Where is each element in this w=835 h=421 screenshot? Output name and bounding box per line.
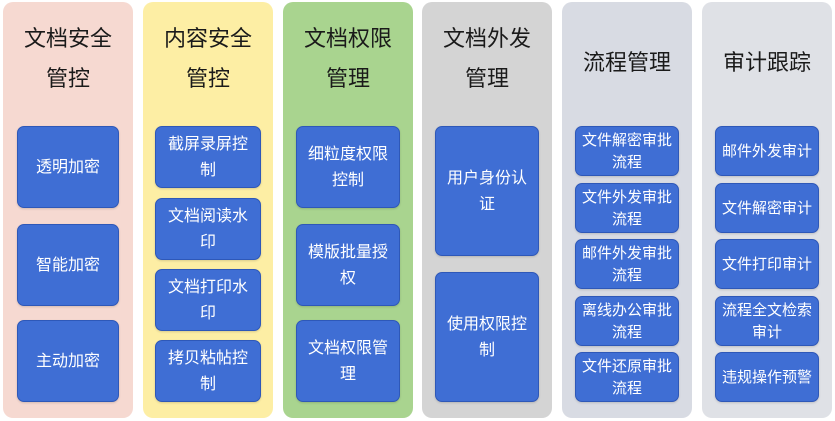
column-audit-tracking: 审计跟踪 邮件外发审计 文件解密审计 文件打印审计 流程全文检索审计 违规操作预… (702, 2, 832, 418)
item-box: 细粒度权限控制 (296, 126, 400, 208)
item-box: 流程全文检索审计 (715, 296, 819, 346)
item-box: 用户身份认证 (435, 126, 539, 256)
item-box: 文件解密审批流程 (575, 126, 679, 176)
item-box: 智能加密 (17, 224, 119, 306)
column-permission-management: 文档权限管理 细粒度权限控制 模版批量授权 文档权限管理 (283, 2, 413, 418)
column-title: 流程管理 (582, 51, 671, 76)
item-box: 文件外发审批流程 (575, 183, 679, 233)
column-workflow-management: 流程管理 文件解密审批流程 文件外发审批流程 邮件外发审批流程 离线办公审批流程… (562, 2, 692, 418)
item-box: 截屏录屏控制 (155, 126, 261, 188)
column-document-security: 文档安全管控 透明加密 智能加密 主动加密 (3, 2, 133, 418)
column-content-security: 内容安全管控 截屏录屏控制 文档阅读水印 文档打印水印 拷贝粘帖控制 (143, 2, 273, 418)
item-box: 离线办公审批流程 (575, 296, 679, 346)
column-title: 文档安全管控 (23, 27, 112, 92)
item-box: 违规操作预警 (715, 352, 819, 402)
item-box: 邮件外发审批流程 (575, 239, 679, 289)
item-box: 文档打印水印 (155, 269, 261, 331)
item-box: 主动加密 (17, 320, 119, 402)
column-title: 审计跟踪 (722, 51, 811, 76)
item-box: 使用权限控制 (435, 272, 539, 402)
item-box: 拷贝粘帖控制 (155, 340, 261, 402)
column-title: 文档权限管理 (303, 27, 392, 92)
column-title: 内容安全管控 (163, 27, 252, 92)
item-box: 模版批量授权 (296, 224, 400, 306)
item-box: 邮件外发审计 (715, 126, 819, 176)
item-box: 透明加密 (17, 126, 119, 208)
item-box: 文件打印审计 (715, 239, 819, 289)
item-box: 文档阅读水印 (155, 198, 261, 260)
column-external-sending: 文档外发管理 用户身份认证 使用权限控制 (422, 2, 552, 418)
item-box: 文件解密审计 (715, 183, 819, 233)
column-title: 文档外发管理 (442, 27, 531, 92)
item-box: 文档权限管理 (296, 320, 400, 402)
item-box: 文件还原审批流程 (575, 352, 679, 402)
